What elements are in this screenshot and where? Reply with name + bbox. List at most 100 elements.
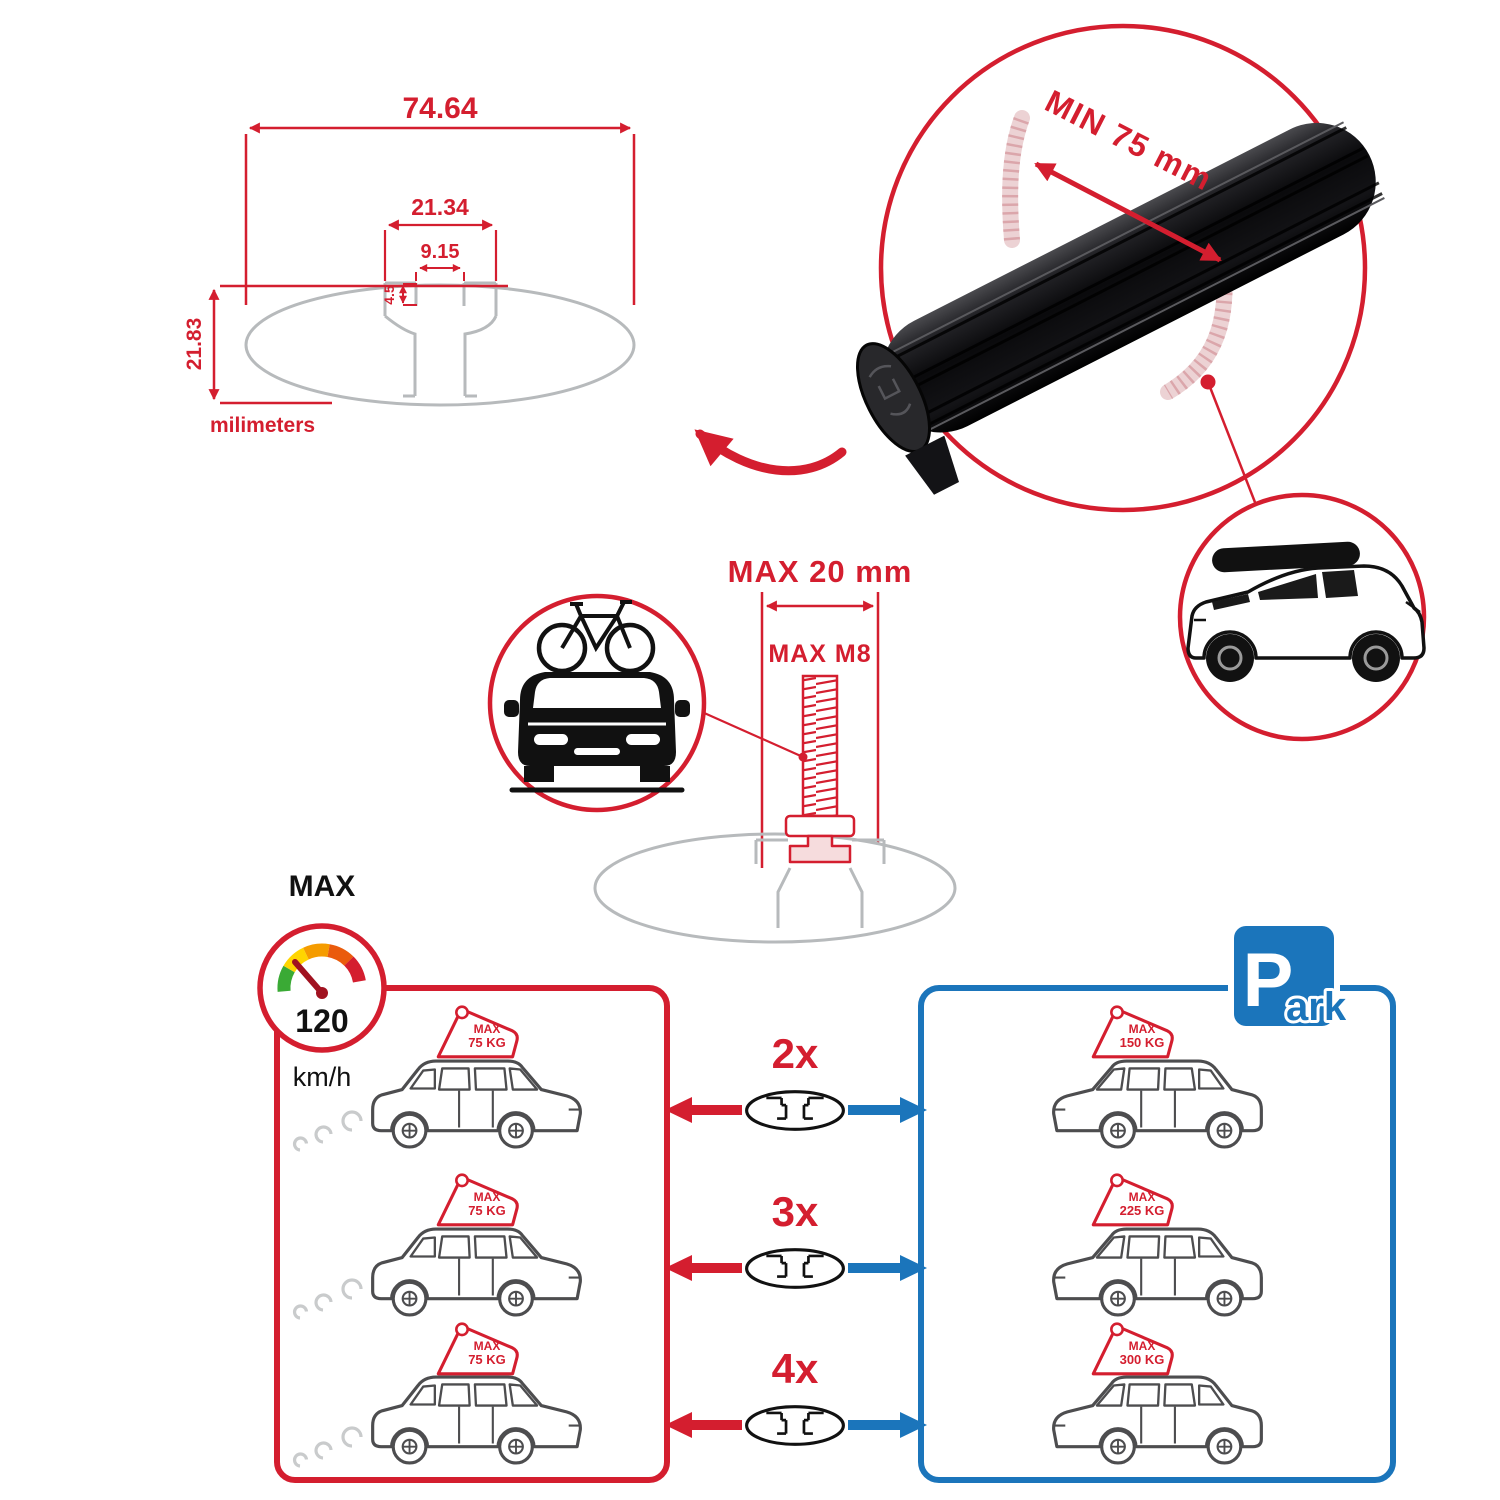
arrow-left-head-row2 (665, 1255, 692, 1281)
bolt-diagram: MAX 20 mm MAX M8 (593, 554, 957, 944)
multiplier-4x: 4x (772, 1345, 819, 1392)
multiplier-3x: 3x (772, 1188, 819, 1235)
crossbar-detail-circle: MIN 75 mm (855, 23, 1385, 513)
suv-wheel-rear (1206, 634, 1254, 682)
suv-roofbox-circle (1177, 492, 1427, 742)
dim-channel-width-extensions (383, 230, 498, 281)
dim-total-height-label: 21.83 (183, 318, 206, 371)
gauge-arc-orange (303, 943, 330, 960)
driving-cars: MAX 75 KG MAX 75 KG MAX 75 KG (292, 1005, 582, 1468)
bar-section-ghost-profile (383, 281, 498, 398)
car-front-headlight-right (626, 734, 660, 745)
crossbar-section-icon-row3 (745, 1405, 845, 1446)
gauge-arc-red (344, 956, 366, 983)
callout-curved-arrow (694, 429, 847, 476)
bike-wheel-left (536, 622, 588, 674)
motion-swirls-3 (292, 1426, 363, 1468)
parked-load-1-max: MAX (1129, 1022, 1156, 1036)
park-sign: P ark (1228, 920, 1350, 1032)
speed-unit: km/h (293, 1062, 352, 1092)
dim-slot-width-extensions (415, 272, 465, 281)
speed-gauge: MAX 120 km/h (257, 870, 387, 1092)
parked-load-2-value: 225 KG (1120, 1203, 1165, 1218)
car-front-wheel-right (640, 766, 670, 782)
ghost-slot-profile (754, 838, 886, 928)
dim-slot-depth-label: 4.5 (381, 285, 397, 305)
car-front-mirror-right (675, 700, 690, 717)
ghost-ubolt-left-threads (1002, 115, 1030, 241)
suv-windows (1212, 570, 1358, 610)
gauge-arc-orangered (327, 944, 354, 966)
crossbar-3d (855, 121, 1385, 495)
car-front-grille (574, 748, 620, 755)
car-front-icon (504, 672, 690, 793)
bike-frame (560, 600, 632, 653)
gauge-arc-green (277, 965, 295, 992)
crossbar-endcap-profile (868, 364, 912, 416)
min-span-arrow (1034, 161, 1222, 263)
arrow-right-head-row3 (900, 1412, 927, 1438)
speed-max-label: MAX (289, 870, 356, 903)
dim-channel-width-label: 21.34 (411, 194, 469, 220)
dim-slot-width-label: 9.15 (421, 241, 460, 263)
driving-load-2-value: 75 KG (468, 1203, 506, 1218)
bike-icon (536, 600, 656, 674)
arrow-left-head-row1 (665, 1097, 692, 1123)
bar-section-ghost-ellipse (244, 283, 636, 407)
parked-load-1-value: 150 KG (1120, 1035, 1165, 1050)
car-bike-circle (487, 593, 707, 813)
dim-slot-depth-extensions (403, 283, 417, 306)
multiplier-column: 2x 3x 4x (665, 1030, 927, 1446)
bolt-max-width-label: MAX 20 mm (728, 554, 913, 589)
bike-wheel-right (604, 622, 656, 674)
car-front-mirror-left (504, 700, 519, 717)
driving-load-1-max: MAX (474, 1022, 501, 1036)
motion-swirls-2 (292, 1278, 363, 1320)
dim-total-width-label: 74.64 (402, 92, 477, 125)
driving-load-3-max: MAX (474, 1339, 501, 1353)
suv-wheel-front (1352, 634, 1400, 682)
driving-load-2-max: MAX (474, 1190, 501, 1204)
leader-to-bike-circle (701, 710, 804, 759)
suv-details (1194, 600, 1421, 622)
arrow-left-head-row3 (665, 1412, 692, 1438)
suv-wheel-rear-rim (1217, 645, 1243, 671)
dim-units-label: milimeters (210, 414, 315, 437)
ghost-slot-ellipse (593, 832, 957, 944)
motion-swirls-1 (292, 1110, 363, 1152)
parked-load-3-value: 300 KG (1120, 1352, 1165, 1367)
arrow-right-head-row1 (900, 1097, 927, 1123)
bolt-dim-extensions (760, 592, 880, 868)
suv-body (1186, 564, 1426, 660)
arrow-right-head-row2 (900, 1255, 927, 1281)
bolt-flange (784, 814, 856, 838)
park-sign-panel (1234, 926, 1334, 1026)
crossbar-foot-stem (905, 435, 959, 495)
dimension-diagram: 74.64 21.34 9.15 4.5 21.83 milimeters (183, 92, 636, 437)
car-front-wheel-left (524, 766, 554, 782)
parked-cars: MAX 150 KG MAX 225 KG MAX 300 KG (1052, 1005, 1263, 1465)
parked-load-2-max: MAX (1129, 1190, 1156, 1204)
car-front-windshield (533, 678, 661, 708)
parked-load-3-max: MAX (1129, 1339, 1156, 1353)
bolt-threads (803, 676, 837, 816)
suv-wheel-front-rim (1363, 645, 1389, 671)
multiplier-2x: 2x (772, 1030, 819, 1077)
crossbar-section-icon-row1 (745, 1090, 845, 1131)
driving-load-3-value: 75 KG (468, 1352, 506, 1367)
crossbar-section-icon-row2 (745, 1248, 845, 1289)
dim-total-width-extensions (244, 134, 636, 305)
leader-to-suv-circle (1206, 381, 1260, 511)
driving-load-1-value: 75 KG (468, 1035, 506, 1050)
gauge-needle-hub (316, 987, 328, 999)
dim-total-height-extensions (220, 284, 508, 405)
park-sign-rest: ark (1286, 985, 1347, 1029)
suv-cargo-box (1212, 541, 1360, 573)
bolt-t-head (788, 834, 852, 864)
bolt-max-thread-label: MAX M8 (768, 640, 871, 668)
car-front-headlight-left (534, 734, 568, 745)
speed-value: 120 (295, 1003, 348, 1039)
park-sign-letter: P (1243, 938, 1294, 1023)
